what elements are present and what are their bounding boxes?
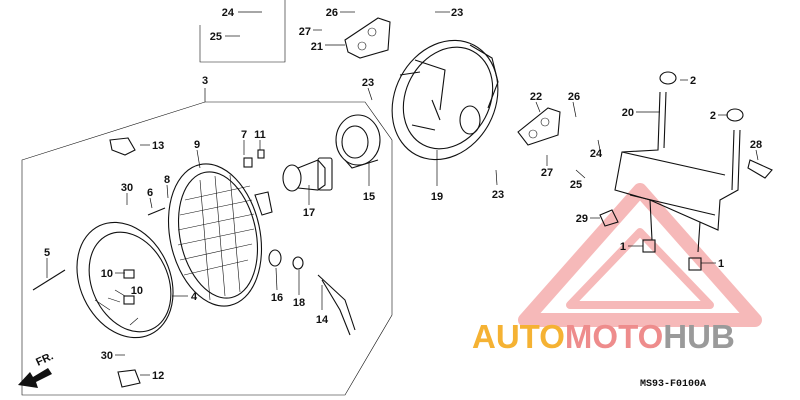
watermark-hub: HUB (663, 318, 735, 355)
callout-17: 17 (303, 207, 315, 219)
callout-22: 22 (530, 91, 542, 103)
callout-15: 15 (363, 191, 375, 203)
headlight-lens (167, 163, 273, 307)
callout-23b: 23 (362, 77, 374, 89)
front-label: FR. (34, 350, 55, 368)
callout-12: 12 (152, 370, 164, 382)
callout-9: 9 (194, 139, 200, 151)
callout-24a: 24 (222, 7, 235, 19)
callout-30a: 30 (121, 182, 133, 194)
callout-3: 3 (202, 75, 208, 87)
callout-7: 7 (241, 129, 247, 141)
watermark-auto: AUTO (472, 318, 565, 355)
callout-4: 4 (191, 291, 198, 303)
bolt-group-frame (199, 0, 286, 63)
callout-25a: 25 (210, 31, 222, 43)
leader-lines (46, 11, 759, 376)
small-parts (32, 71, 773, 388)
callout-25b: 25 (570, 179, 582, 191)
callout-8: 8 (164, 174, 170, 186)
callout-23a: 23 (451, 7, 463, 19)
callout-27b: 27 (541, 167, 553, 179)
callout-16: 16 (271, 292, 283, 304)
callout-20: 20 (622, 107, 634, 119)
callout-1a: 1 (620, 241, 626, 253)
mount-plate-left (344, 17, 391, 59)
callout-26a: 26 (326, 7, 338, 19)
callout-29: 29 (576, 213, 588, 225)
callout-labels: 24 25 26 27 21 23 3 23 13 7 11 9 30 6 8 … (44, 7, 762, 382)
callout-30b: 30 (101, 350, 113, 362)
watermark-logo: AUTOMOTOHUB (472, 318, 735, 355)
headlight-stay (614, 91, 741, 253)
headlight-case (391, 39, 499, 161)
watermark-triangle (518, 183, 762, 327)
callout-26b: 26 (568, 91, 580, 103)
mount-plate-right (517, 107, 561, 146)
watermark-moto: MOTO (565, 318, 663, 355)
callout-27a: 27 (299, 26, 311, 38)
callout-19: 19 (431, 191, 443, 203)
callout-1b: 1 (718, 258, 724, 270)
callout-10b: 10 (131, 285, 143, 297)
callout-10a: 10 (101, 268, 113, 280)
diagram-code: MS93-F0100A (640, 379, 706, 390)
front-arrow: FR. (18, 350, 55, 388)
callout-14: 14 (316, 314, 329, 326)
callout-6: 6 (147, 187, 153, 199)
callout-24b: 24 (590, 148, 603, 160)
headlight-rim (76, 221, 174, 339)
callout-13: 13 (152, 140, 164, 152)
callout-23c: 23 (492, 189, 504, 201)
callout-2a: 2 (690, 75, 696, 87)
callout-2b: 2 (710, 110, 716, 122)
socket-cover (335, 114, 381, 169)
callout-11: 11 (254, 129, 266, 141)
callout-5: 5 (44, 247, 50, 259)
callout-21: 21 (311, 41, 323, 53)
svg-text:AUTOMOTOHUB: AUTOMOTOHUB (472, 318, 735, 355)
callout-18: 18 (293, 297, 305, 309)
callout-28: 28 (750, 139, 762, 151)
headlight-bulb (282, 157, 333, 192)
assembly-frame (21, 101, 393, 396)
